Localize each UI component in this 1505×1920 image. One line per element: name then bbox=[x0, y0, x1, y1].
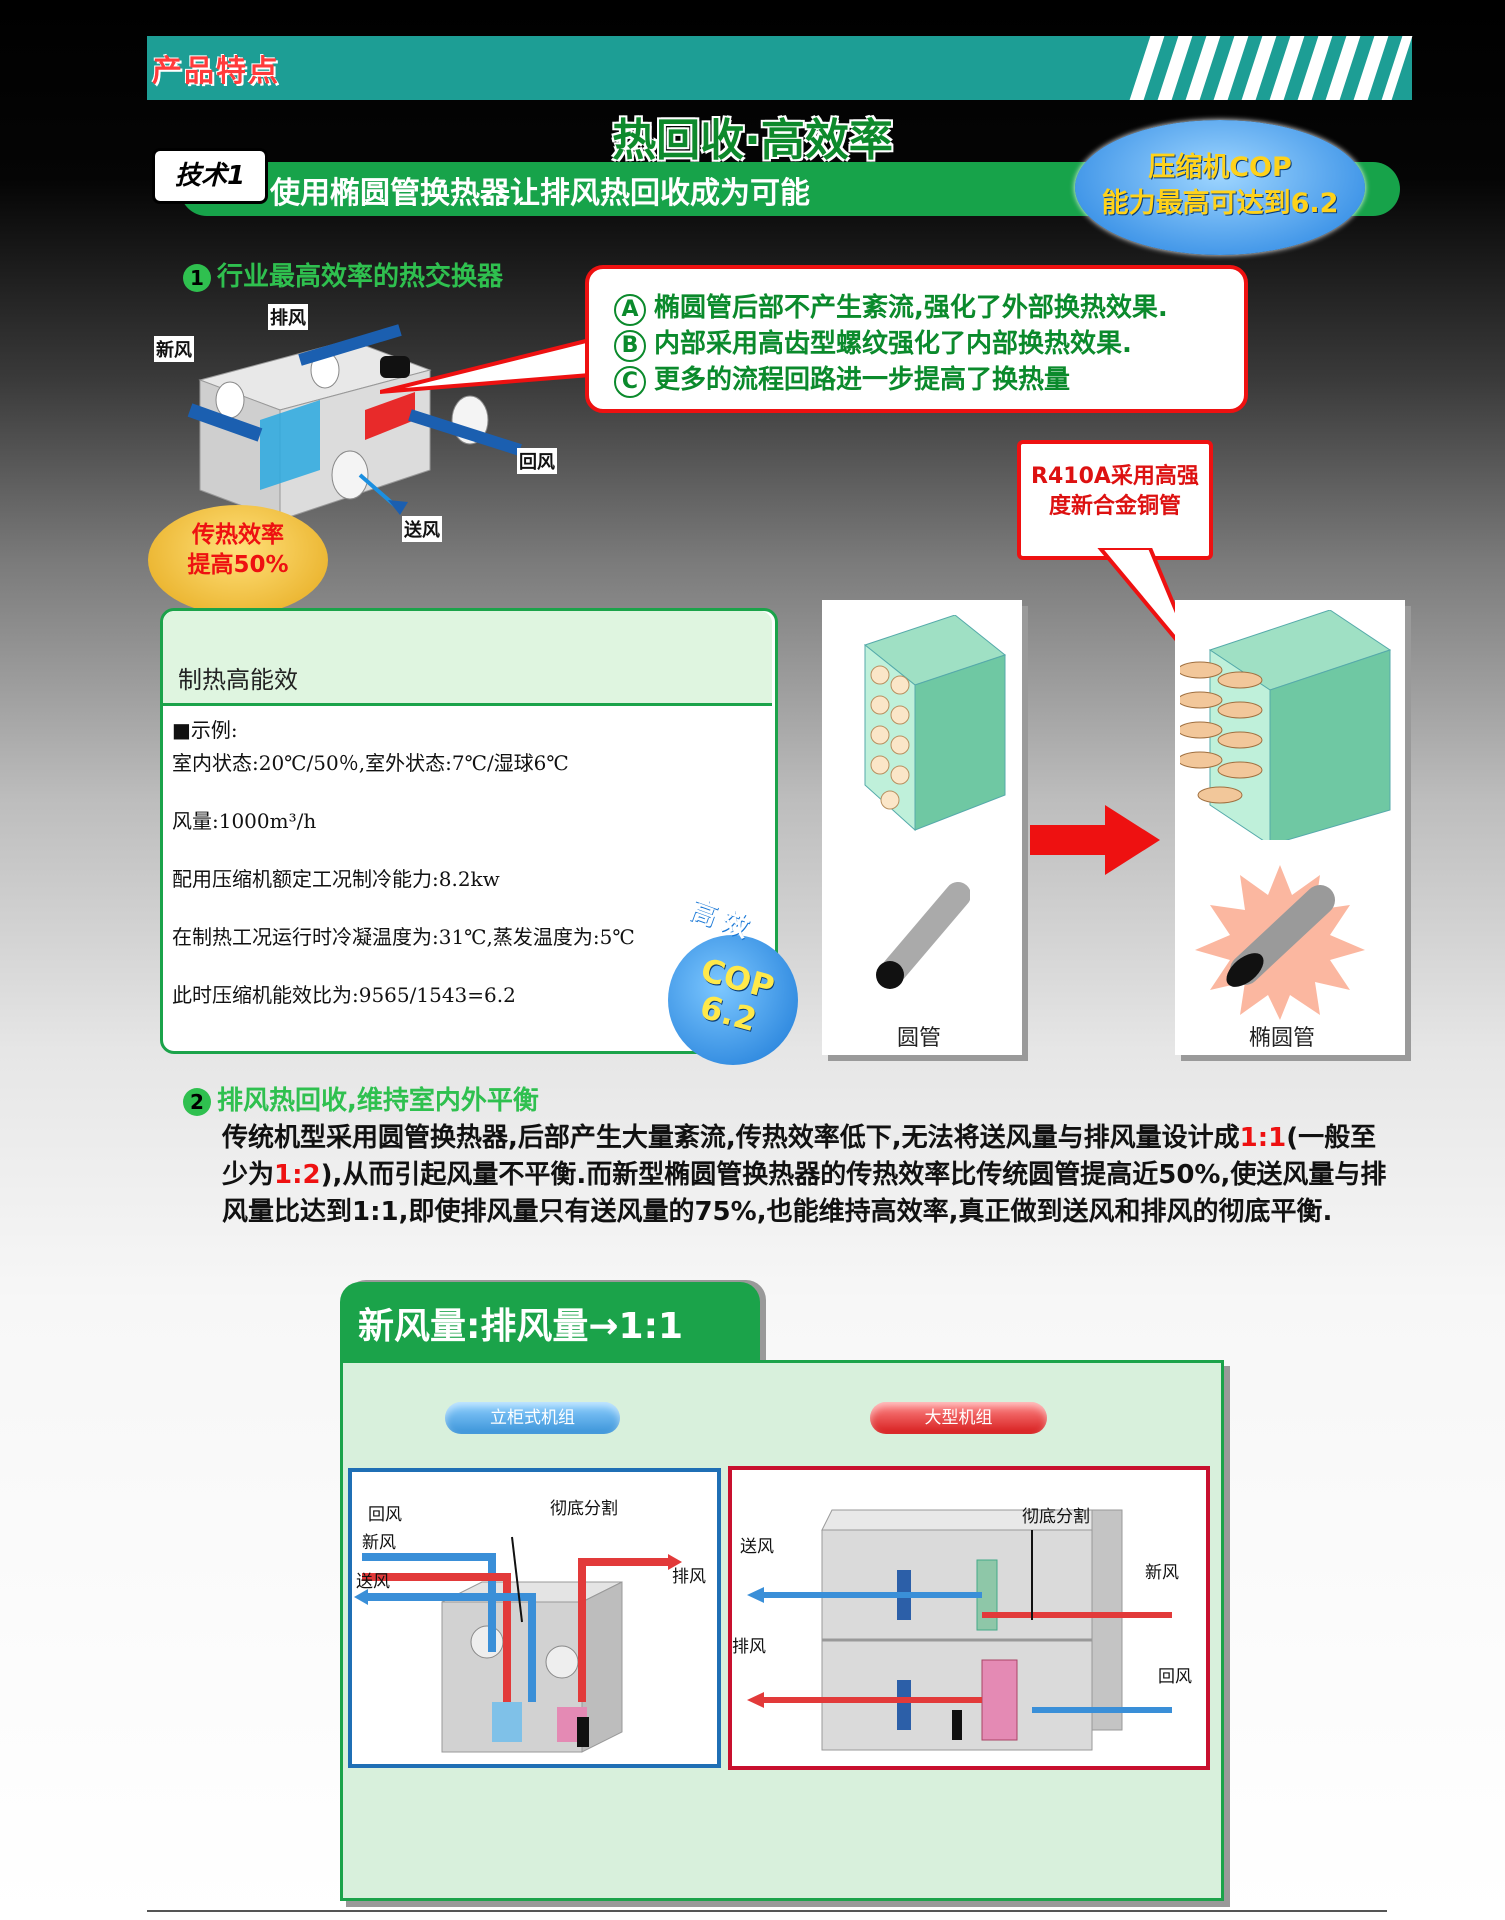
r410-line2: 度新合金铜管 bbox=[1048, 494, 1181, 519]
example-line: ■示例: bbox=[172, 718, 238, 742]
callout-item-b: B 内部采用高齿型螺纹强化了内部换热效果. bbox=[614, 323, 1132, 362]
callout-letter: B bbox=[614, 330, 646, 362]
example-line: 此时压缩机能效比为:9565/1543=6.2 bbox=[172, 983, 516, 1007]
label-fresh: 新风 bbox=[154, 336, 194, 362]
example-line: 风量:1000m³/h bbox=[172, 809, 317, 833]
callout-box: A 椭圆管后部不产生紊流,强化了外部换热效果. B 内部采用高齿型螺纹强化了内部换热… bbox=[585, 265, 1248, 413]
para-red: 1:1 bbox=[1239, 1123, 1287, 1153]
oval-coil-illustration bbox=[1180, 610, 1392, 840]
left-label-divide: 彻底分割 bbox=[550, 1499, 618, 1519]
right-label-divide: 彻底分割 bbox=[1022, 1507, 1090, 1527]
section2-number: 2 bbox=[183, 1088, 211, 1116]
para-red: 1:2 bbox=[274, 1160, 321, 1190]
tech-tag: 技术1 bbox=[152, 148, 268, 204]
cop62-badge bbox=[668, 935, 798, 1065]
main-title: 热回收·高效率 bbox=[612, 115, 893, 166]
right-label-return: 回风 bbox=[1158, 1667, 1192, 1687]
round-pipe-icon bbox=[876, 882, 970, 989]
left-label-supply: 送风 bbox=[356, 1572, 390, 1592]
heat-exchanger-illustration bbox=[187, 324, 522, 521]
header-title: 产品特点 bbox=[152, 54, 280, 89]
callout-item-c: C 更多的流程回路进一步提高了换热量 bbox=[614, 359, 1070, 398]
callout-letter: A bbox=[614, 294, 646, 326]
tech-text: 使用椭圆管换热器让排风热回收成为可能 bbox=[270, 176, 810, 211]
efficiency-badge bbox=[148, 505, 328, 615]
r410-text: R410A采用高强 度新合金铜管 bbox=[1017, 462, 1213, 522]
right-unit-pill: 大型机组 bbox=[870, 1402, 1047, 1434]
round-coil-illustration bbox=[863, 615, 1007, 832]
ratio-tab bbox=[340, 1282, 760, 1364]
example-line: 配用压缩机额定工况制冷能力:8.2kw bbox=[172, 867, 500, 891]
example-line: 在制热工况运行时冷凝温度为:31℃,蒸发温度为:5℃ bbox=[172, 925, 635, 949]
r410-line1: R410A采用高强 bbox=[1031, 464, 1199, 489]
cop-badge-line2: 能力最高可达到6.2 bbox=[1101, 188, 1339, 219]
label-supply: 送风 bbox=[402, 516, 442, 542]
oval-pipe-burst-icon bbox=[1195, 865, 1365, 1020]
label-exhaust: 排风 bbox=[268, 304, 308, 330]
red-arrow bbox=[1030, 805, 1160, 875]
label-return: 回风 bbox=[517, 448, 557, 474]
para-text: 传统机型采用圆管换热器,后部产生大量紊流,传热效率低下,无法将送风量与排风量设计… bbox=[222, 1123, 1240, 1153]
large-unit-illustration bbox=[747, 1509, 1172, 1751]
section1-title: 行业最高效率的热交换器 bbox=[217, 262, 504, 292]
example-line: 室内状态:20℃/50％,室外状态:7℃/湿球6℃ bbox=[172, 751, 569, 775]
left-label-fresh: 新风 bbox=[362, 1533, 396, 1553]
right-label-fresh: 新风 bbox=[1145, 1563, 1179, 1583]
callout-text: 内部采用高齿型螺纹强化了内部换热效果. bbox=[654, 329, 1132, 359]
cabinet-unit-illustration bbox=[354, 1536, 682, 1753]
para-text: ),从而引起风量不平衡.而新型椭圆管换热器的传热效率比传统圆管提高近50%,使送… bbox=[222, 1160, 1387, 1227]
round-pipe-label: 圆管 bbox=[897, 1026, 942, 1051]
left-unit-pill: 立柜式机组 bbox=[445, 1402, 620, 1434]
bottom-divider bbox=[147, 1910, 1387, 1912]
example-title: 制热高能效 bbox=[178, 666, 298, 694]
right-label-exhaust: 排风 bbox=[732, 1637, 766, 1657]
ratio-title: 新风量:排风量→1:1 bbox=[358, 1306, 684, 1347]
efficiency-badge-text: 传热效率 提高50% bbox=[148, 520, 328, 580]
section2-title: 排风热回收,维持室内外平衡 bbox=[217, 1086, 539, 1116]
callout-text: 椭圆管后部不产生紊流,强化了外部换热效果. bbox=[654, 293, 1168, 323]
efficiency-line2: 提高50% bbox=[187, 552, 289, 578]
cop-badge-text: 压缩机COP 能力最高可达到6.2 bbox=[1075, 150, 1365, 222]
oval-pipe-label: 椭圆管 bbox=[1249, 1026, 1316, 1051]
cop-badge-line1: 压缩机COP bbox=[1148, 152, 1292, 183]
section1-number: 1 bbox=[183, 264, 211, 292]
left-label-exhaust: 排风 bbox=[672, 1567, 706, 1587]
callout-text: 更多的流程回路进一步提高了换热量 bbox=[654, 365, 1071, 395]
callout-item-a: A 椭圆管后部不产生紊流,强化了外部换热效果. bbox=[614, 287, 1168, 326]
right-label-supply: 送风 bbox=[740, 1537, 774, 1557]
example-title-area bbox=[163, 611, 772, 706]
section2-paragraph: 传统机型采用圆管换热器,后部产生大量紊流,传热效率低下,无法将送风量与排风量设计… bbox=[222, 1120, 1402, 1231]
efficiency-line1: 传热效率 bbox=[192, 522, 284, 548]
para-text: (一般至少为 bbox=[222, 1123, 1377, 1190]
cop-oval bbox=[1075, 120, 1365, 255]
left-label-return: 回风 bbox=[368, 1505, 402, 1525]
callout-pointer bbox=[380, 337, 592, 394]
callout-letter: C bbox=[614, 366, 646, 398]
